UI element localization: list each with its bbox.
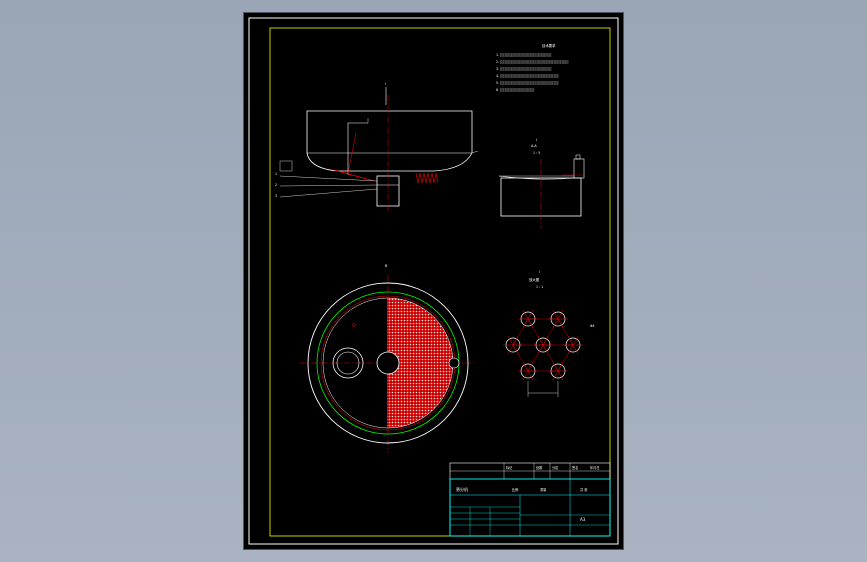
- screen-hatch: [387, 298, 453, 428]
- notes-title: 技术要求: [542, 43, 556, 48]
- section-a-title: A-A: [531, 144, 537, 148]
- leader-label-1: 1: [275, 172, 277, 176]
- technical-notes: 技术要求 1. ░░░░░░░░░░░░░░░░░░░░░ 2. ░░░░░░░…: [496, 43, 569, 92]
- tb-label-4: 签名: [572, 465, 578, 470]
- section-a-view: I A-A 1 : 5: [498, 138, 585, 229]
- detail-dimension: Φ4: [590, 324, 595, 328]
- tb-label-3: 分区: [552, 465, 559, 470]
- tb-sheet-label: 共 张: [580, 487, 588, 492]
- hole-pattern: [503, 309, 583, 381]
- top-view-label: B: [385, 264, 388, 268]
- leader-label-2: 2: [275, 183, 277, 187]
- detail-pitch-line: [557, 318, 574, 346]
- title-block: 筛分机 标记 处数 分区 签名 年月日 比例 重量 共 张 A3: [449, 462, 611, 537]
- tb-scale-label: 比例: [512, 487, 518, 492]
- detail-pitch-line: [542, 318, 559, 346]
- detail-pitch-line: [542, 344, 559, 372]
- drawing-sheet: 技术要求 1. ░░░░░░░░░░░░░░░░░░░░░ 2. ░░░░░░░…: [244, 13, 623, 549]
- detail-scale: 1 : 1: [536, 285, 543, 289]
- detail-pitch-line: [512, 318, 529, 346]
- detail-pitch-line: [527, 318, 544, 346]
- note-line-4: 4. ░░░░░░░░░░░░░░░░░░░░░░░░: [496, 74, 559, 78]
- front-view-mark: I: [385, 82, 386, 86]
- drawing-name: 筛分机: [456, 486, 468, 492]
- detail-pitch-line: [527, 344, 544, 372]
- section-a-scale: 1 : 5: [533, 151, 540, 155]
- leader-label-3: 3: [275, 194, 277, 198]
- tb-label-2: 处数: [536, 465, 543, 470]
- drawing-border: [269, 27, 611, 537]
- detail-pitch-line: [512, 344, 529, 372]
- tb-code: A3: [580, 517, 586, 522]
- note-line-2: 2. ░░░░░░░░░░░░░░░░░░░░░░░░░░░░: [496, 60, 569, 64]
- detail-view: I 放大图 1 : 1 Φ4: [503, 270, 595, 397]
- tb-label-1: 标记: [506, 465, 513, 470]
- tb-weight-label: 重量: [540, 487, 547, 492]
- front-view: I 1 2 3: [275, 82, 479, 211]
- detail-mark: I: [539, 270, 540, 274]
- section-a-mark: I: [536, 138, 537, 142]
- note-line-5: 5. ░░░░░░░░░░░░░░░░░░░░░░░░: [496, 81, 559, 85]
- cad-drawing: 技术要求 1. ░░░░░░░░░░░░░░░░░░░░░ 2. ░░░░░░░…: [248, 17, 619, 545]
- detail-pitch-line: [557, 344, 574, 372]
- note-line-1: 1. ░░░░░░░░░░░░░░░░░░░░░: [496, 53, 552, 57]
- tb-label-5: 年月日: [590, 465, 600, 470]
- top-view: B: [300, 264, 476, 453]
- note-line-6: 6. ░░░░░░░░░░░░░░: [496, 88, 534, 92]
- note-line-3: 3. ░░░░░░░░░░░░░░░░░░░░░: [496, 67, 552, 71]
- detail-title: 放大图: [529, 277, 540, 282]
- outer-frame: [248, 17, 619, 545]
